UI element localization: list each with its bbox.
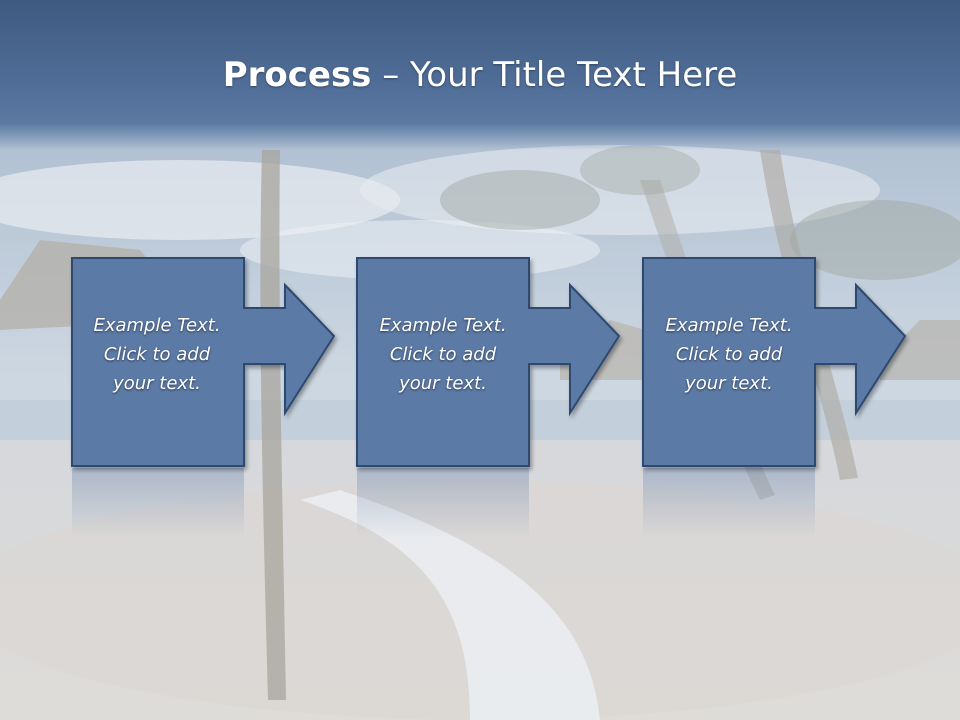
- step-2-text[interactable]: Example Text. Click to add your text.: [356, 311, 530, 398]
- step-3-line-1: Example Text.: [665, 315, 793, 336]
- step-1-line-1: Example Text.: [93, 315, 221, 336]
- step-2-line-2: Click to add: [389, 344, 497, 365]
- process-step-3[interactable]: [642, 257, 907, 467]
- step-1-line-2: Click to add: [103, 344, 211, 365]
- step-3-line-3: your text.: [685, 373, 773, 394]
- title-bold-text: Process: [222, 55, 372, 95]
- slide-title[interactable]: Process – Your Title Text Here: [0, 52, 960, 98]
- title-bar: Process – Your Title Text Here: [0, 0, 960, 150]
- process-step-2[interactable]: [356, 257, 621, 467]
- step-2-line-3: your text.: [399, 373, 487, 394]
- title-rest-text: – Your Title Text Here: [371, 55, 738, 95]
- process-step-1[interactable]: [71, 257, 336, 467]
- step-1-line-3: your text.: [113, 373, 201, 394]
- step-3-line-2: Click to add: [675, 344, 783, 365]
- step-1-text[interactable]: Example Text. Click to add your text.: [70, 311, 244, 398]
- step-3-text[interactable]: Example Text. Click to add your text.: [642, 311, 816, 398]
- step-2-line-1: Example Text.: [379, 315, 507, 336]
